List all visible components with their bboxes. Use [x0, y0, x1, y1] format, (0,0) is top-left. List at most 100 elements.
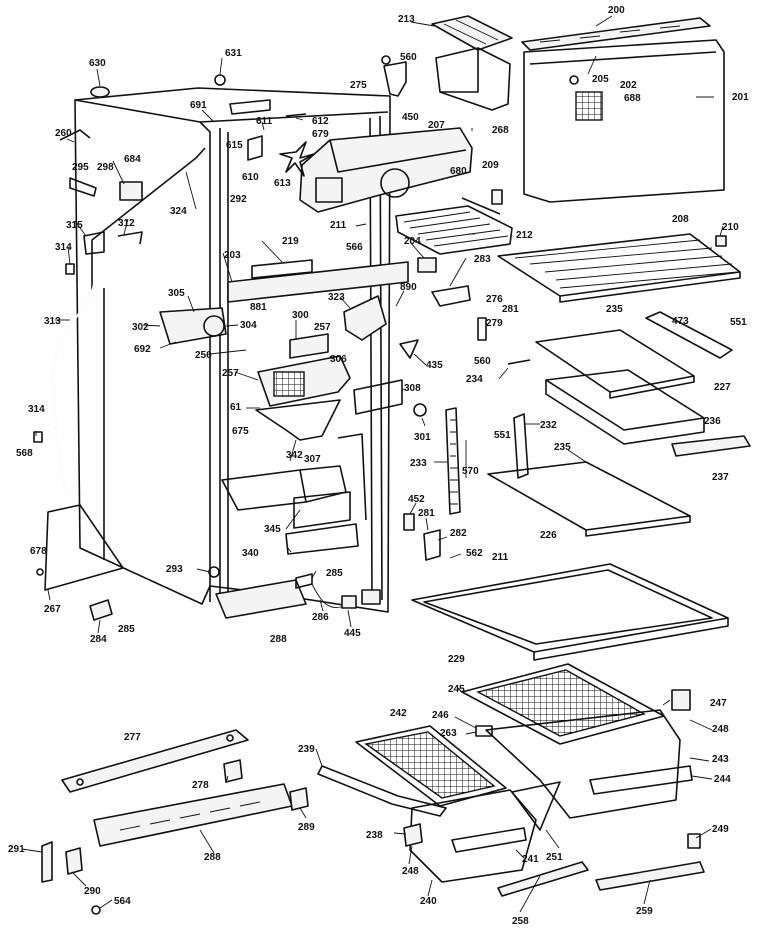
part-label: 240	[420, 896, 437, 907]
part-label: 435	[426, 360, 443, 371]
pan-cover	[535, 329, 695, 399]
part-label: 324	[170, 206, 187, 217]
part-label: 281	[502, 304, 519, 315]
part-label: 267	[44, 604, 61, 615]
part-label: 295	[72, 162, 89, 173]
glass-shelf	[411, 563, 729, 661]
part-label: 235	[606, 304, 623, 315]
part-label: 233	[410, 458, 427, 469]
part-label: 304	[240, 320, 257, 331]
part-label: 305	[168, 288, 185, 299]
part-label: 281	[418, 508, 435, 519]
freezer-shelf	[395, 197, 513, 255]
ice-bucket	[435, 47, 511, 111]
part-label: 890	[400, 282, 417, 293]
side-panel	[44, 504, 124, 591]
part-label: 566	[346, 242, 363, 253]
part-label: 290	[84, 886, 101, 897]
part-label: 238	[366, 830, 383, 841]
evaporator-cover	[299, 127, 473, 213]
part-label: 212	[516, 230, 533, 241]
part-label: 630	[89, 58, 106, 69]
part-label: 307	[304, 454, 321, 465]
part-labels: 630 631 213 200 560 275 205 202 688 201 …	[8, 5, 749, 927]
part-label: 237	[712, 472, 729, 483]
part-label: 473	[672, 316, 689, 327]
part-label: 284	[90, 634, 107, 645]
part-label: 203	[224, 250, 241, 261]
part-label: 612	[312, 116, 329, 127]
part-label: 285	[326, 568, 343, 579]
drawer-handle	[671, 435, 751, 457]
part-label: 257	[314, 322, 331, 333]
mullion-bar	[227, 261, 409, 303]
part-label: 679	[312, 129, 329, 140]
part-label: 615	[226, 140, 243, 151]
shelf-ladder	[445, 407, 461, 515]
part-label: 259	[636, 906, 653, 917]
part-label: 205	[592, 74, 609, 85]
wire-shelf	[497, 233, 741, 303]
part-label: 275	[350, 80, 367, 91]
light-assembly	[295, 573, 381, 609]
part-label: 675	[232, 426, 249, 437]
part-label: 570	[462, 466, 479, 477]
crisper-divider	[511, 781, 561, 831]
part-label: 210	[722, 222, 739, 233]
part-label: 209	[482, 160, 499, 171]
part-label: 881	[250, 302, 267, 313]
drain-tube	[52, 279, 96, 496]
ice-tray	[431, 15, 513, 51]
part-label: 291	[8, 844, 25, 855]
part-label: 213	[398, 14, 415, 25]
part-label: 244	[714, 774, 731, 785]
part-label: 241	[522, 854, 539, 865]
leader-lines	[21, 15, 724, 913]
part-label: 260	[55, 128, 72, 139]
air-duct	[255, 399, 341, 441]
meat-drawer	[545, 369, 705, 445]
part-label: 278	[192, 780, 209, 791]
shelf-ladder-right	[513, 413, 529, 479]
part-label: 684	[124, 154, 141, 165]
base-grille	[93, 783, 293, 847]
part-label: 450	[402, 112, 419, 123]
part-label: 314	[28, 404, 45, 415]
part-label: 568	[16, 448, 33, 459]
part-label: 312	[118, 218, 135, 229]
part-label: 288	[270, 634, 287, 645]
part-label: 680	[450, 166, 467, 177]
part-label: 551	[494, 430, 511, 441]
part-label: 289	[298, 822, 315, 833]
small-hardware	[33, 55, 727, 915]
part-label: 308	[404, 383, 421, 394]
crisper-drawer-right	[485, 709, 693, 819]
part-label: 342	[286, 450, 303, 461]
part-label: 313	[44, 316, 61, 327]
part-label: 211	[492, 552, 509, 563]
part-label: 204	[404, 236, 421, 247]
part-label: 207	[428, 120, 445, 131]
part-label: 268	[492, 125, 509, 136]
crisper-support	[317, 765, 447, 817]
part-label: 263	[440, 728, 457, 739]
part-label: 551	[730, 317, 747, 328]
part-label: 279	[486, 318, 503, 329]
part-label: 61	[230, 402, 242, 413]
part-label: 340	[242, 548, 259, 559]
fan-blade	[279, 141, 315, 177]
crisper-grid-left	[355, 725, 507, 807]
trim-strip	[595, 861, 705, 891]
part-label: 292	[230, 194, 247, 205]
door-panel	[523, 39, 725, 203]
part-label: 258	[512, 916, 529, 927]
part-label: 323	[328, 292, 345, 303]
part-label: 232	[540, 420, 557, 431]
part-label: 285	[118, 624, 135, 635]
part-label: 288	[204, 852, 221, 863]
part-label: 234	[466, 374, 483, 385]
crisper-drawer-left	[409, 789, 537, 883]
part-label: 610	[242, 172, 259, 183]
part-label: 236	[704, 416, 721, 427]
